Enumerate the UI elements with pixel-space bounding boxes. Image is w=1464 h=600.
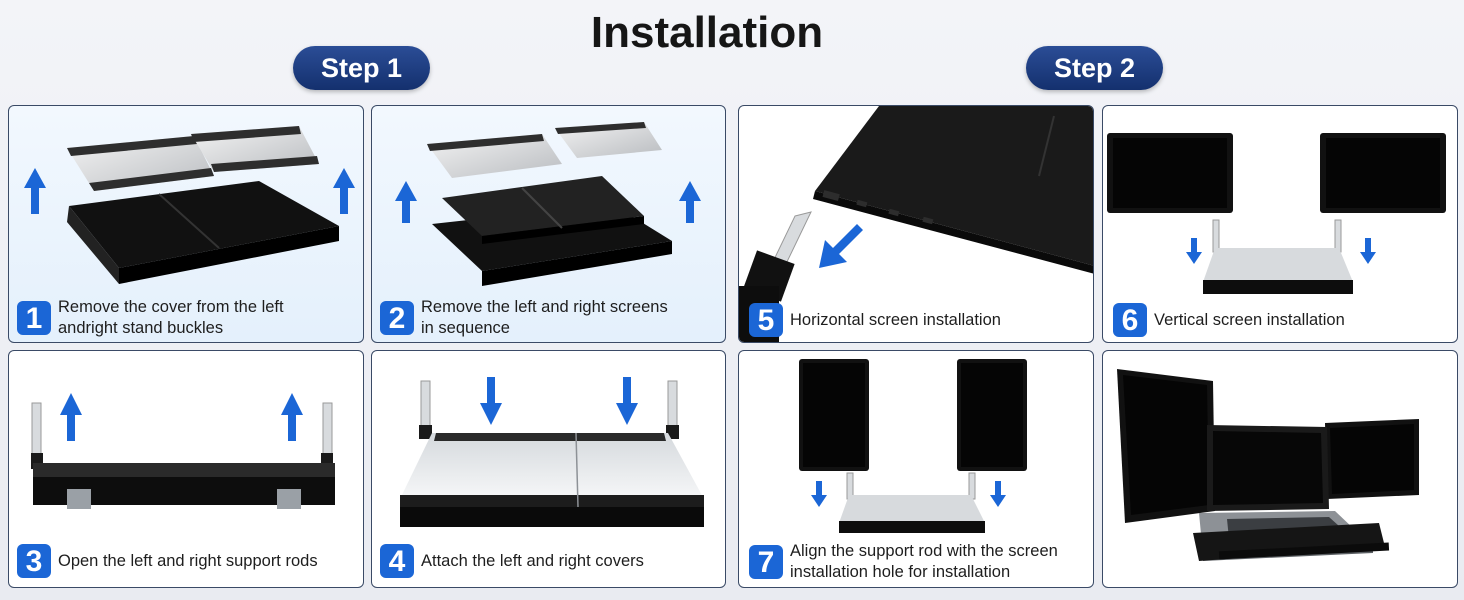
stand-base bbox=[33, 463, 335, 509]
stand-base bbox=[67, 181, 339, 284]
right-vertical-monitor bbox=[957, 359, 1027, 471]
panel-2-caption: 2 Remove the left and right screens in s… bbox=[380, 297, 668, 339]
panel-7-illustration bbox=[799, 359, 1027, 533]
left-monitor-vertical bbox=[1117, 369, 1215, 523]
right-monitor bbox=[1325, 419, 1419, 499]
arrow-up-icon bbox=[333, 168, 355, 214]
panel-8-illustration bbox=[1117, 369, 1419, 561]
panel-4-caption-text: Attach the left and right covers bbox=[421, 551, 644, 570]
panel-4: 4 Attach the left and right covers bbox=[371, 350, 726, 588]
page-title: Installation bbox=[590, 8, 824, 57]
support-rod-right bbox=[321, 402, 333, 469]
panel-7: 7 Align the support rod with the screen … bbox=[738, 350, 1094, 588]
panel-3-caption-text: Open the left and right support rods bbox=[58, 551, 318, 570]
step-number-badge: 3 bbox=[17, 544, 51, 578]
panel-6: 6 Vertical screen installation bbox=[1102, 105, 1458, 343]
panel-4-illustration bbox=[400, 377, 704, 527]
left-cover bbox=[67, 136, 214, 191]
panel-2-illustration bbox=[395, 122, 701, 286]
panel-3-illustration bbox=[31, 393, 335, 509]
arrow-down-icon bbox=[1360, 238, 1376, 264]
right-monitor bbox=[1320, 133, 1446, 213]
step-number-badge: 7 bbox=[749, 545, 783, 579]
panel-3: 3 Open the left and right support rods bbox=[8, 350, 364, 588]
arrow-up-icon bbox=[395, 181, 417, 223]
support-rod-left bbox=[419, 380, 432, 439]
arrow-down-icon bbox=[616, 377, 638, 425]
panel-2: 2 Remove the left and right screens in s… bbox=[371, 105, 726, 343]
left-monitor bbox=[1107, 133, 1233, 213]
panel-5: 5 Horizontal screen installation bbox=[738, 105, 1094, 343]
panel-7-caption-text: Align the support rod with the screen in… bbox=[790, 542, 1058, 581]
panel-2-caption-text: Remove the left and right screens in seq… bbox=[421, 298, 668, 337]
arrow-up-icon bbox=[60, 393, 82, 441]
step-number-badge: 1 bbox=[17, 301, 51, 335]
panel-6-caption-text: Vertical screen installation bbox=[1154, 310, 1345, 329]
stand bbox=[1203, 219, 1353, 294]
arrow-diagonal-icon bbox=[819, 224, 863, 268]
step-number-badge: 4 bbox=[380, 544, 414, 578]
portable-monitor bbox=[813, 106, 1093, 274]
panel-5-caption-text: Horizontal screen installation bbox=[790, 310, 1001, 329]
support-rod-right bbox=[666, 380, 679, 439]
arrow-down-icon bbox=[1186, 238, 1202, 264]
step-number-badge: 2 bbox=[380, 301, 414, 335]
arrow-up-icon bbox=[24, 168, 46, 214]
left-cover bbox=[427, 134, 562, 178]
panel-1-caption: 1 Remove the cover from the left andrigh… bbox=[17, 297, 284, 339]
step-2-label: Step 2 bbox=[1026, 46, 1163, 90]
stand-with-covers bbox=[400, 432, 704, 527]
panel-7-caption: 7 Align the support rod with the screen … bbox=[749, 541, 1058, 583]
arrow-down-icon bbox=[480, 377, 502, 425]
panel-1: 1 Remove the cover from the left andrigh… bbox=[8, 105, 364, 343]
panel-6-caption: 6 Vertical screen installation bbox=[1113, 303, 1345, 337]
arrow-down-icon bbox=[990, 481, 1006, 507]
support-rod-left bbox=[31, 402, 43, 469]
step-1-label: Step 1 bbox=[293, 46, 430, 90]
screen-panel bbox=[442, 176, 644, 244]
panel-1-caption-text: Remove the cover from the left andright … bbox=[58, 298, 284, 337]
arrow-up-icon bbox=[281, 393, 303, 441]
panel-8-final-result bbox=[1102, 350, 1458, 588]
panel-4-caption: 4 Attach the left and right covers bbox=[380, 544, 644, 578]
right-cover bbox=[191, 126, 319, 172]
left-vertical-monitor bbox=[799, 359, 869, 471]
panel-6-illustration bbox=[1107, 133, 1446, 294]
arrow-up-icon bbox=[679, 181, 701, 223]
panel-5-caption: 5 Horizontal screen installation bbox=[749, 303, 1001, 337]
right-cover bbox=[555, 122, 662, 158]
stand bbox=[839, 472, 985, 533]
step-number-badge: 6 bbox=[1113, 303, 1147, 337]
arrow-down-icon bbox=[811, 481, 827, 507]
step-number-badge: 5 bbox=[749, 303, 783, 337]
panel-1-illustration bbox=[24, 126, 355, 284]
stand-base bbox=[1193, 523, 1390, 561]
panel-3-caption: 3 Open the left and right support rods bbox=[17, 544, 318, 578]
